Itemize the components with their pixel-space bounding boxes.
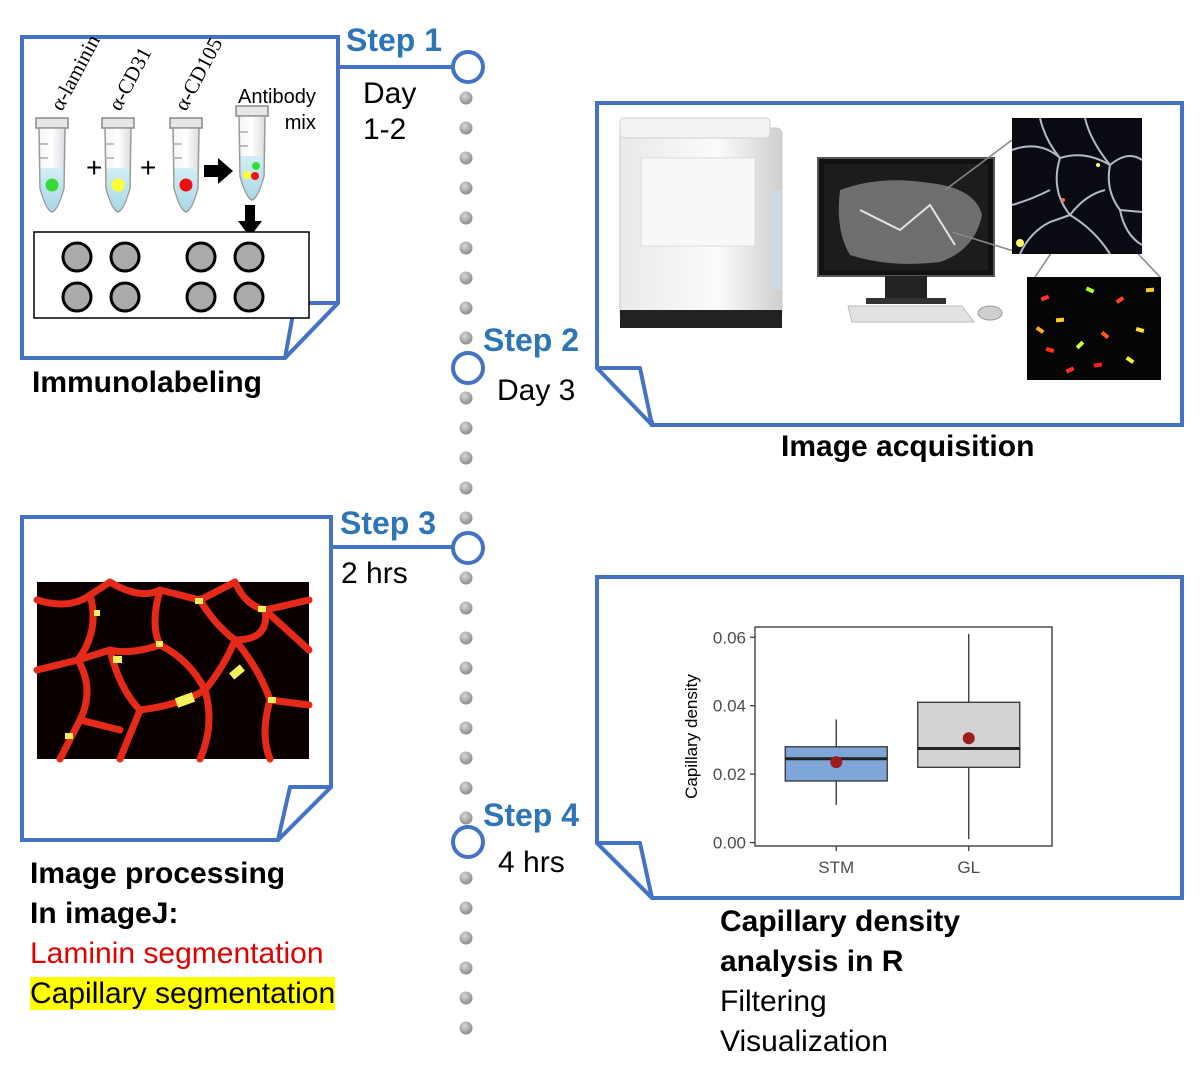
timeline-dot bbox=[459, 751, 473, 765]
well bbox=[109, 281, 141, 313]
y-tick-label: 0.06 bbox=[713, 628, 746, 647]
antibody-tube-laminin bbox=[35, 117, 69, 213]
step-1-marker bbox=[451, 50, 485, 84]
timeline-dot bbox=[459, 691, 473, 705]
timeline-dot bbox=[459, 271, 473, 285]
segmentation-image bbox=[33, 578, 313, 763]
timeline-dot bbox=[459, 961, 473, 975]
timeline-dot bbox=[459, 91, 473, 105]
y-tick-label: 0.00 bbox=[713, 834, 746, 853]
timeline-dot bbox=[459, 331, 473, 345]
well bbox=[185, 281, 217, 313]
step-1-label: Step 1 bbox=[346, 22, 443, 58]
step-4-marker bbox=[451, 825, 485, 859]
well-plate bbox=[33, 231, 310, 319]
timeline-dot bbox=[459, 241, 473, 255]
plus-sign-1: + bbox=[86, 152, 102, 183]
timeline-dot bbox=[459, 421, 473, 435]
image-acquisition-caption: Image acquisition bbox=[781, 430, 1035, 463]
y-axis-label: Capillary density bbox=[682, 674, 701, 799]
step-2-label: Step 2 bbox=[483, 322, 580, 358]
antibody-tube-cd31 bbox=[101, 117, 135, 213]
well bbox=[233, 281, 265, 313]
right-arrow-icon bbox=[204, 158, 233, 184]
fluorescence-micrograph-overview bbox=[1011, 117, 1143, 255]
step-3-duration: 2 hrs bbox=[341, 557, 408, 590]
plus-sign-2: + bbox=[140, 152, 156, 183]
well bbox=[61, 241, 93, 273]
well bbox=[61, 281, 93, 313]
image-processing-caption-line1: Image processing bbox=[30, 857, 286, 890]
fluorescence-micrograph-zoom bbox=[1027, 277, 1161, 380]
slide-scanner-image bbox=[619, 117, 783, 328]
timeline-dot bbox=[459, 661, 473, 675]
capillary-density-caption-line2: analysis in R bbox=[720, 945, 904, 978]
laminin-segmentation-label: Laminin segmentation bbox=[30, 937, 324, 970]
capillary-density-caption-line1: Capillary density bbox=[720, 905, 961, 938]
timeline-dot bbox=[459, 601, 473, 615]
timeline-dot bbox=[459, 181, 473, 195]
down-arrow-icon bbox=[238, 205, 262, 237]
visualization-label: Visualization bbox=[720, 1025, 888, 1058]
y-tick-label: 0.02 bbox=[713, 765, 746, 784]
well bbox=[233, 241, 265, 273]
antibody-tube-cd105 bbox=[169, 117, 203, 213]
timeline-dot bbox=[459, 1021, 473, 1035]
timeline-dot bbox=[459, 571, 473, 585]
timeline-dot bbox=[459, 631, 473, 645]
well bbox=[185, 241, 217, 273]
computer-monitor-image bbox=[817, 157, 1003, 323]
timeline-dot bbox=[459, 991, 473, 1005]
timeline-dot bbox=[459, 481, 473, 495]
timeline-dot bbox=[459, 211, 473, 225]
filtering-label: Filtering bbox=[720, 985, 827, 1018]
timeline-dot bbox=[459, 511, 473, 525]
panel-image-processing bbox=[20, 515, 333, 842]
timeline-dotted-line bbox=[459, 91, 473, 1035]
timeline-dot bbox=[459, 151, 473, 165]
timeline-dot bbox=[459, 451, 473, 465]
step-3-label: Step 3 bbox=[340, 505, 437, 541]
timeline-dot bbox=[459, 721, 473, 735]
panel-immunolabeling: α-laminin α-CD31 α-CD105 + + bbox=[20, 30, 340, 360]
timeline-dot bbox=[459, 811, 473, 825]
step-4-label: Step 4 bbox=[483, 797, 580, 833]
immunolabeling-caption: Immunolabeling bbox=[32, 366, 263, 399]
mean-point bbox=[962, 732, 975, 745]
x-tick-label: STM bbox=[818, 858, 854, 877]
step-1-duration: Day 1-2 bbox=[363, 77, 417, 146]
step-4-duration: 4 hrs bbox=[498, 846, 565, 879]
panel-image-acquisition bbox=[595, 101, 1184, 427]
y-tick-label: 0.04 bbox=[713, 697, 746, 716]
timeline-dot bbox=[459, 301, 473, 315]
x-tick-label: GL bbox=[957, 858, 980, 877]
mean-point bbox=[830, 756, 843, 769]
timeline-dot bbox=[459, 871, 473, 885]
image-processing-caption-line2: In imageJ: bbox=[30, 897, 179, 930]
step-2-marker bbox=[451, 351, 485, 385]
timeline-dot bbox=[459, 391, 473, 405]
antibody-mix-label: Antibody mix bbox=[238, 86, 316, 134]
timeline-dot bbox=[459, 781, 473, 795]
capillary-segmentation-label: Capillary segmentation bbox=[30, 977, 336, 1010]
step-3-marker bbox=[451, 531, 485, 565]
antibody-mix-tube bbox=[235, 105, 269, 201]
timeline-dot bbox=[459, 901, 473, 915]
well bbox=[109, 241, 141, 273]
timeline-dot bbox=[459, 121, 473, 135]
timeline-dot bbox=[459, 931, 473, 945]
step-2-duration: Day 3 bbox=[497, 374, 576, 407]
